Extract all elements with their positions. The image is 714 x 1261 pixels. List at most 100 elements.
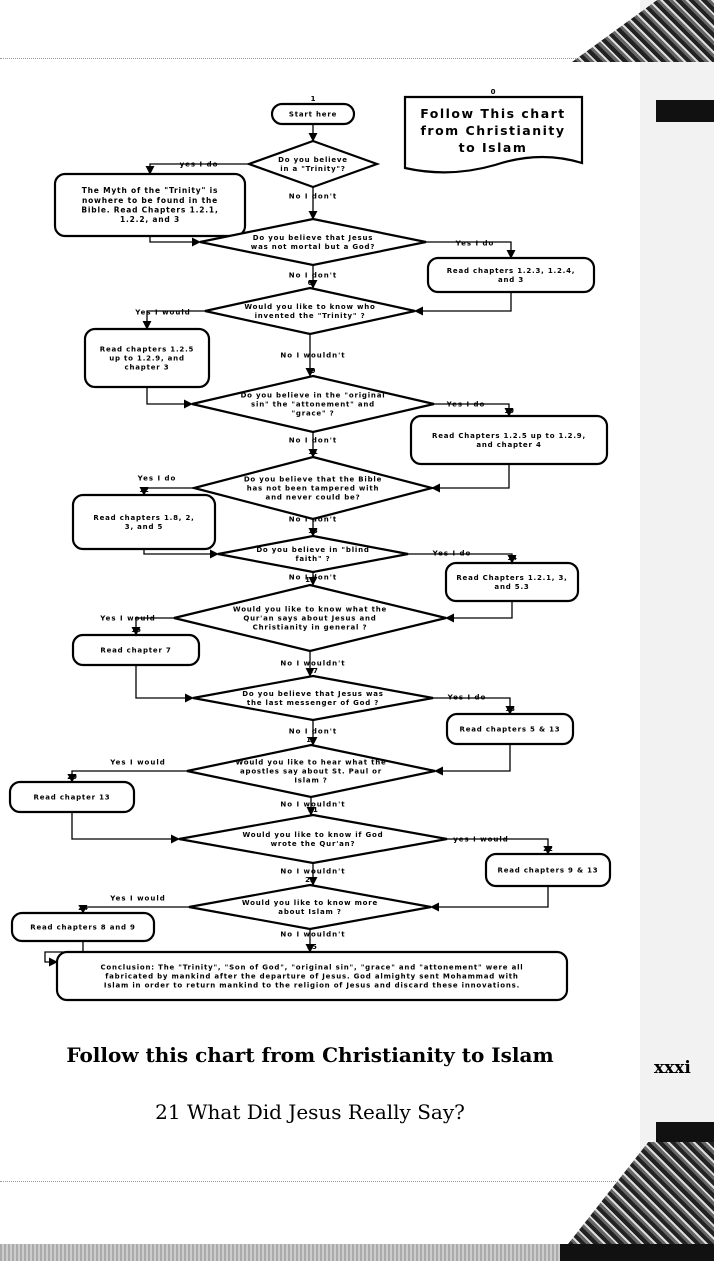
decision-diamond: [217, 534, 409, 574]
node-text: Read chapter 13: [34, 793, 111, 801]
node-number: 22: [543, 845, 553, 853]
node-text: nowhere to be found in the: [82, 196, 218, 205]
process-box: [445, 712, 575, 746]
edge-label: No I wouldn't: [280, 660, 345, 668]
decision-diamond: [192, 674, 434, 722]
connector-arrow: [408, 553, 517, 564]
process-box: [409, 414, 609, 466]
node-number: 5: [509, 249, 514, 257]
edge-label: Yes I do: [432, 550, 472, 558]
connector-arrow: [71, 812, 180, 844]
node-text: Do you believe: [278, 156, 348, 164]
node-text: Read chapters 9 & 13: [498, 866, 599, 874]
node-number: 20: [67, 773, 77, 781]
figure-caption: Follow this chart from Christianity to I…: [66, 1043, 554, 1067]
edge-label: Yes I would: [109, 759, 166, 767]
node-number: 17: [308, 667, 318, 675]
decision-diamond: [245, 139, 381, 189]
node-number: 21: [308, 806, 318, 814]
process-box: [71, 493, 217, 551]
node-text: Would you like to know who: [244, 303, 375, 311]
node-text: "grace" ?: [291, 410, 334, 418]
node-text: faith" ?: [295, 555, 330, 563]
process-box: [53, 172, 247, 238]
node-number: 6: [308, 279, 313, 287]
node-text: Do you believe in the "original: [241, 391, 386, 399]
connector-arrow: [44, 941, 84, 967]
decision-diamond: [188, 883, 432, 931]
node-text: up to 1.2.9, and: [109, 354, 185, 362]
node-text: Would you like to know more: [242, 899, 378, 907]
node-text: Read chapters 8 and 9: [30, 923, 135, 931]
node-number: 9: [311, 367, 316, 375]
connector-arrow: [145, 163, 249, 175]
connector-arrow: [139, 486, 194, 496]
node-text: Read chapters 1.2.3, 1.2.4,: [447, 267, 576, 275]
edge-label: Yes I do: [447, 694, 487, 702]
page-margin-strip: [640, 0, 714, 1261]
decision-diamond: [199, 217, 427, 267]
node-number: 13: [308, 527, 318, 535]
connector-arrow: [414, 292, 512, 316]
edge-label: No I wouldn't: [280, 868, 345, 876]
connector-arrow: [426, 241, 516, 259]
banner-line: to Islam: [459, 140, 528, 155]
node-number: 25: [307, 943, 317, 951]
decision-diamond: [178, 813, 448, 865]
process-box: [71, 633, 201, 667]
node-text: apostles say about St. Paul or: [240, 767, 382, 775]
connector-arrow: [143, 549, 219, 559]
node-text: Qur'an says about Jesus and: [243, 614, 376, 622]
node-text: and chapter 4: [476, 441, 541, 449]
page-bottom-black: [560, 1244, 714, 1261]
node-text: Start here: [289, 110, 337, 118]
process-box: [55, 950, 569, 1002]
node-text: sin" the "attonement" and: [251, 400, 375, 408]
node-number: 14: [507, 554, 517, 562]
edge-label: No I don't: [289, 193, 337, 201]
edge-label: Yes I would: [134, 309, 191, 317]
node-text: invented the "Trinity" ?: [255, 312, 366, 320]
node-text: Conclusion: The "Trinity", "Son of God",…: [100, 963, 523, 971]
node-text: Read chapters 1.2.5: [100, 345, 194, 353]
node-text: and never could be?: [266, 494, 361, 502]
connector-arrow: [445, 601, 513, 623]
edge-label: Yes I would: [109, 895, 166, 903]
edge-label: Yes I do: [455, 240, 495, 248]
node-text: and 3: [498, 276, 524, 284]
edge-label: yes I would: [453, 836, 509, 844]
node-text: about Islam ?: [278, 908, 341, 916]
connector-arrow: [67, 770, 187, 783]
node-text: Would you like to know what the: [233, 605, 387, 613]
edge-label: No I don't: [289, 574, 337, 582]
node-text: Do you believe in "blind: [256, 546, 369, 554]
node-text: Do you believe that the Bible: [244, 475, 382, 483]
edge-label: No I don't: [289, 437, 337, 445]
node-text: Christianity in general ?: [253, 624, 368, 632]
node-number: 16: [131, 626, 141, 634]
node-text: Bible. Read Chapters 1.2.1,: [81, 205, 218, 214]
node-text: Read chapters 5 & 13: [460, 725, 561, 733]
process-box: [484, 852, 612, 888]
node-text: chapter 3: [125, 364, 170, 372]
node-text: has not been tampered with: [247, 484, 380, 492]
process-box: [8, 780, 136, 814]
figure-subcaption: 21 What Did Jesus Really Say?: [155, 1100, 465, 1124]
banner-number: 0: [491, 88, 496, 96]
node-text: Would you like to hear what the: [235, 758, 386, 766]
node-text: Do you believe that Jesus was: [242, 690, 383, 698]
edge-label: No I don't: [289, 728, 337, 736]
node-text: The Myth of the "Trinity" is: [82, 186, 219, 195]
decision-diamond: [191, 374, 435, 434]
edge-label: Yes I would: [99, 615, 156, 623]
connector-arrow: [434, 403, 514, 417]
